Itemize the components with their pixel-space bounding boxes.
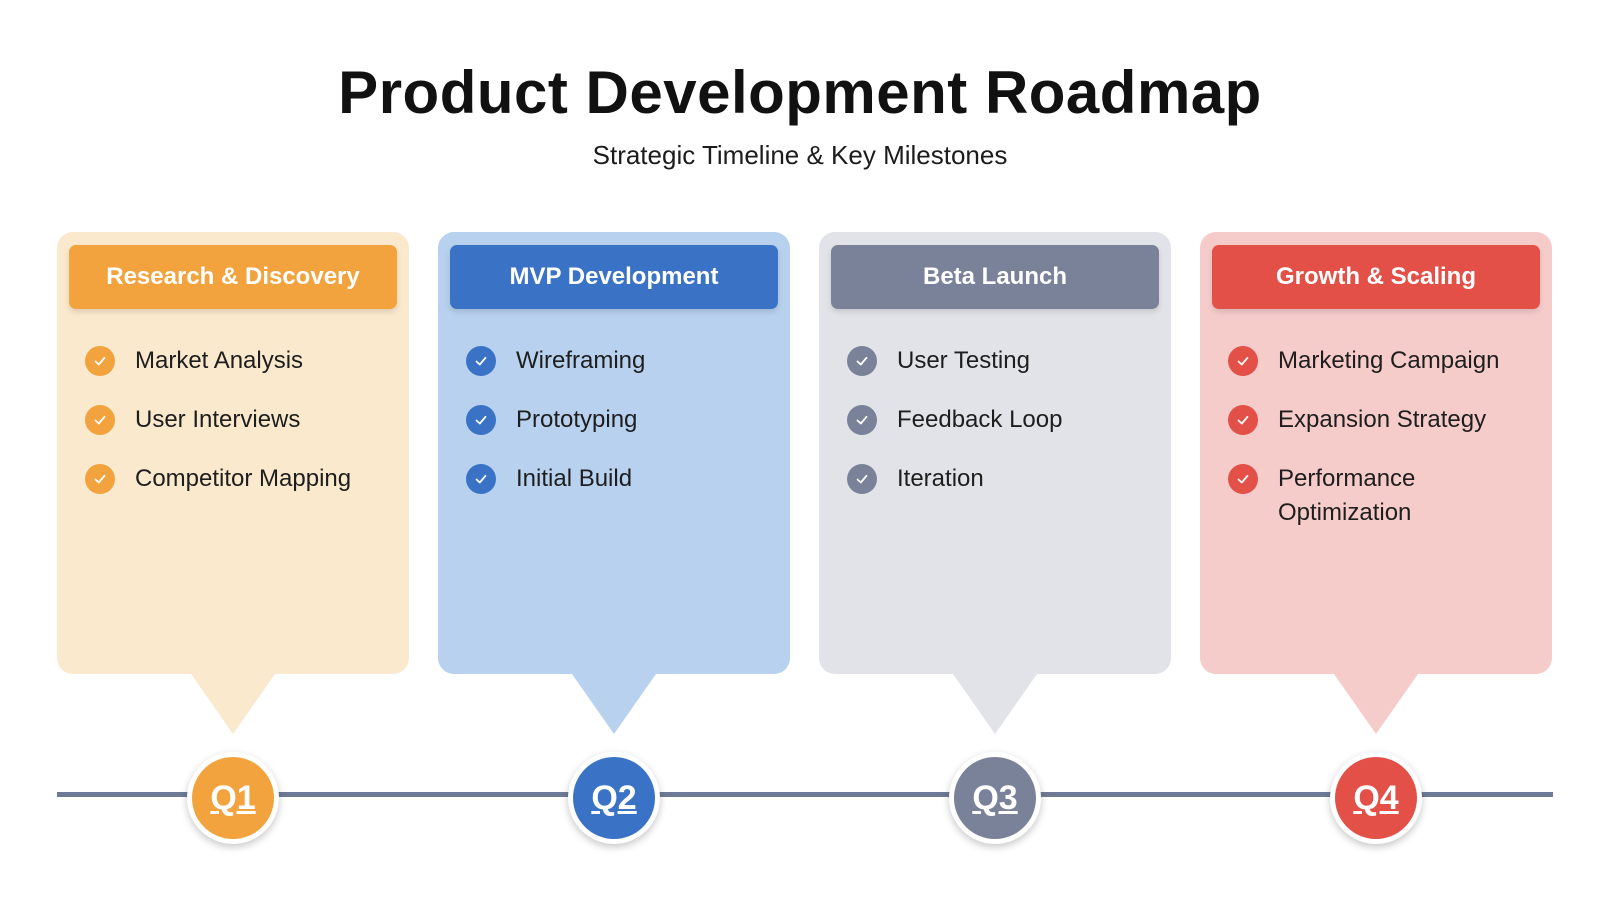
quarter-label: Q1 [192, 757, 274, 839]
phase-header: Beta Launch [831, 245, 1159, 309]
milestone-item: User Interviews [85, 403, 395, 437]
check-circle-icon [85, 405, 115, 435]
milestone-list: Wireframing Prototyping Initial Build [466, 344, 776, 521]
milestone-label: Competitor Mapping [135, 465, 352, 492]
milestone-label: Expansion Strategy [1278, 406, 1487, 433]
quarter-node-q1: Q1 [187, 752, 279, 844]
milestone-label: User Testing [897, 347, 1030, 374]
check-circle-icon [85, 346, 115, 376]
page-title: Product Development Roadmap [338, 59, 1262, 126]
milestone-label: Performance Optimization [1278, 465, 1416, 526]
card-pointer [191, 674, 275, 734]
check-circle-icon [466, 464, 496, 494]
milestone-label: User Interviews [135, 406, 301, 433]
quarter-label: Q4 [1335, 757, 1417, 839]
milestone-label: Feedback Loop [897, 406, 1063, 433]
milestone-item: Performance Optimization [1228, 462, 1538, 530]
phase-header: Research & Discovery [69, 245, 397, 309]
card-pointer [953, 674, 1037, 734]
phase-header: Growth & Scaling [1212, 245, 1540, 309]
card-pointer [1334, 674, 1418, 734]
phase-card-q2: MVP Development Wireframing Prototyping … [438, 232, 790, 734]
timeline-line [57, 792, 1553, 797]
check-circle-icon [847, 464, 877, 494]
milestone-label: Wireframing [516, 347, 646, 374]
quarter-label: Q2 [573, 757, 655, 839]
milestone-item: Initial Build [466, 462, 776, 496]
phase-card-q4: Growth & Scaling Marketing Campaign Expa… [1200, 232, 1552, 734]
milestone-list: Market Analysis User Interviews Competit… [85, 344, 395, 521]
page-subtitle: Strategic Timeline & Key Milestones [592, 140, 1008, 170]
quarter-label: Q3 [954, 757, 1036, 839]
check-circle-icon [847, 346, 877, 376]
check-circle-icon [1228, 346, 1258, 376]
milestone-item: Competitor Mapping [85, 462, 395, 496]
milestone-item: Marketing Campaign [1228, 344, 1538, 378]
milestone-item: Wireframing [466, 344, 776, 378]
check-circle-icon [847, 405, 877, 435]
check-circle-icon [1228, 464, 1258, 494]
quarter-node-q3: Q3 [949, 752, 1041, 844]
quarter-node-q4: Q4 [1330, 752, 1422, 844]
milestone-label: Iteration [897, 465, 984, 492]
milestone-label: Initial Build [516, 465, 633, 492]
phase-card-q3: Beta Launch User Testing Feedback Loop I… [819, 232, 1171, 734]
milestone-list: User Testing Feedback Loop Iteration [847, 344, 1157, 521]
card-pointer [572, 674, 656, 734]
check-circle-icon [85, 464, 115, 494]
milestone-item: Expansion Strategy [1228, 403, 1538, 437]
milestone-item: Market Analysis [85, 344, 395, 378]
quarter-node-q2: Q2 [568, 752, 660, 844]
milestone-label: Market Analysis [135, 347, 304, 374]
phase-header: MVP Development [450, 245, 778, 309]
milestone-item: Prototyping [466, 403, 776, 437]
milestone-list: Marketing Campaign Expansion Strategy Pe… [1228, 344, 1538, 555]
phase-card-q1: Research & Discovery Market Analysis Use… [57, 232, 409, 734]
milestone-label: Marketing Campaign [1278, 347, 1500, 374]
milestone-item: User Testing [847, 344, 1157, 378]
check-circle-icon [466, 346, 496, 376]
check-circle-icon [1228, 405, 1258, 435]
check-circle-icon [466, 405, 496, 435]
milestone-item: Feedback Loop [847, 403, 1157, 437]
milestone-item: Iteration [847, 462, 1157, 496]
milestone-label: Prototyping [516, 406, 638, 433]
